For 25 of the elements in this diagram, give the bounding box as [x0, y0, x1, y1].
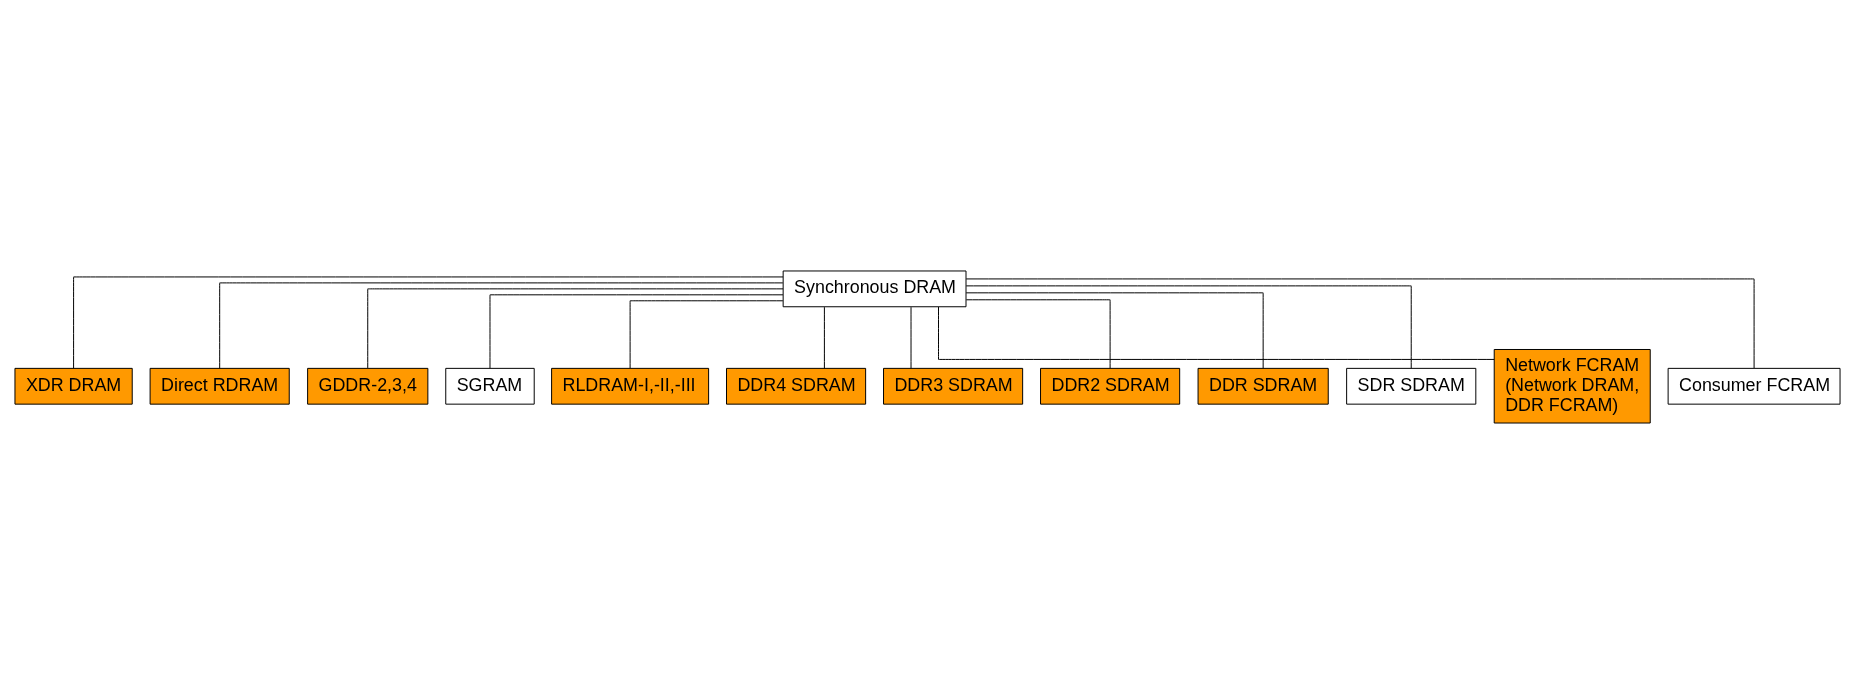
- node-box: SDR SDRAM: [1346, 367, 1477, 405]
- node-box: DDR4 SDRAM: [726, 367, 867, 405]
- connector: [965, 291, 1264, 369]
- connector: [965, 277, 1755, 369]
- node-box: Network FCRAM (Network DRAM, DDR FCRAM): [1493, 348, 1651, 423]
- node-box: SGRAM: [445, 367, 535, 405]
- node-box: Consumer FCRAM: [1667, 367, 1841, 405]
- connector: [965, 298, 1111, 369]
- node-box: DDR3 SDRAM: [883, 367, 1024, 405]
- node-box: Synchronous DRAM: [782, 270, 967, 307]
- connector: [965, 284, 1412, 369]
- connector: [910, 306, 912, 369]
- connector: [938, 306, 1495, 360]
- connector: [219, 281, 784, 369]
- connector: [629, 299, 784, 369]
- node-box: GDDR-2,3,4: [307, 367, 429, 405]
- connector: [489, 293, 784, 369]
- connector: [367, 287, 784, 368]
- node-box: DDR SDRAM: [1197, 367, 1329, 405]
- connector: [73, 275, 784, 369]
- node-box: DDR2 SDRAM: [1040, 367, 1181, 405]
- node-box: RLDRAM-I,-II,-III: [551, 367, 710, 405]
- connector: [823, 306, 825, 369]
- node-box: Direct RDRAM: [149, 367, 290, 405]
- node-box: XDR DRAM: [14, 367, 133, 405]
